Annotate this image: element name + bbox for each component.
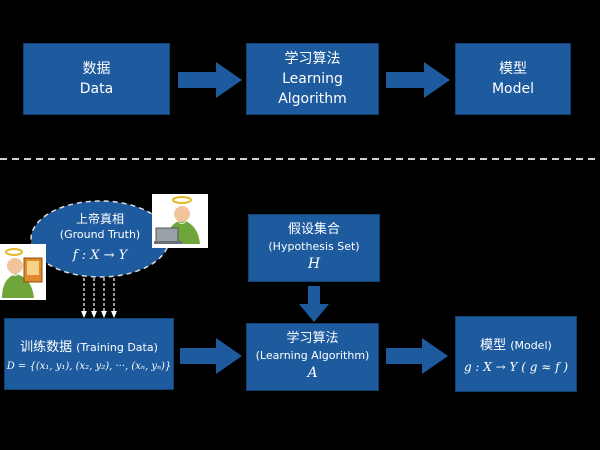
model-bottom-cn: 模型 [480,338,507,354]
hypothesis-cn: 假设集合 [287,222,340,238]
data-box-cn: 数据 [82,60,111,77]
model-bottom-formula: g : X → Y ( g ≈ f ) [463,359,569,374]
algo-bottom-symbol: A [307,364,318,381]
arrow-algo-to-model [386,62,450,98]
god-avatar-laptop-icon [152,194,208,248]
training-data-box: 训练数据 (Training Data) D = {(x₁, y₁), (x₂,… [4,318,174,390]
training-data-en: (Training Data) [76,340,158,354]
arrow-algo-to-model-bottom [386,338,448,374]
algo-box-en: Learning Algorithm [278,70,347,108]
training-data-formula: D = {(x₁, y₁), (x₂, y₂), ···, (xₙ, yₙ)} [6,361,172,373]
model-box-en: Model [491,81,535,97]
algo-box-cn: 学习算法 [284,50,341,67]
god-avatar-tablet-icon [0,244,46,300]
dashed-divider [0,158,600,160]
algo-bottom-en: (Learning Algorithm) [255,348,370,362]
hypothesis-symbol: H [307,255,321,272]
algo-bottom-cn: 学习算法 [286,331,339,347]
model-box-bottom: 模型 (Model) g : X → Y ( g ≈ f ) [455,316,577,392]
hypothesis-set-box: 假设集合 (Hypothesis Set) H [248,214,380,282]
data-box-en: Data [79,81,114,97]
learning-algorithm-box: 学习算法 Learning Algorithm [246,43,379,115]
ground-truth-text: 上帝真相 (Ground Truth) f : X → Y [28,210,172,263]
ground-truth-en: (Ground Truth) [59,228,141,241]
ground-truth-cn: 上帝真相 [75,212,124,226]
training-data-cn: 训练数据 [20,339,73,355]
model-bottom-en: (Model) [510,339,552,353]
ground-truth-formula: f : X → Y [72,248,128,264]
model-box-cn: 模型 [499,60,527,77]
arrow-hypothesis-to-algo [299,286,329,322]
hypothesis-en: (Hypothesis Set) [268,239,360,253]
data-box: 数据 Data [23,43,170,115]
arrow-training-to-algo [180,338,242,374]
sampling-arrows [81,278,117,318]
model-box: 模型 Model [455,43,571,115]
arrow-data-to-algo [178,62,242,98]
learning-algorithm-box-bottom: 学习算法 (Learning Algorithm) A [246,323,379,391]
